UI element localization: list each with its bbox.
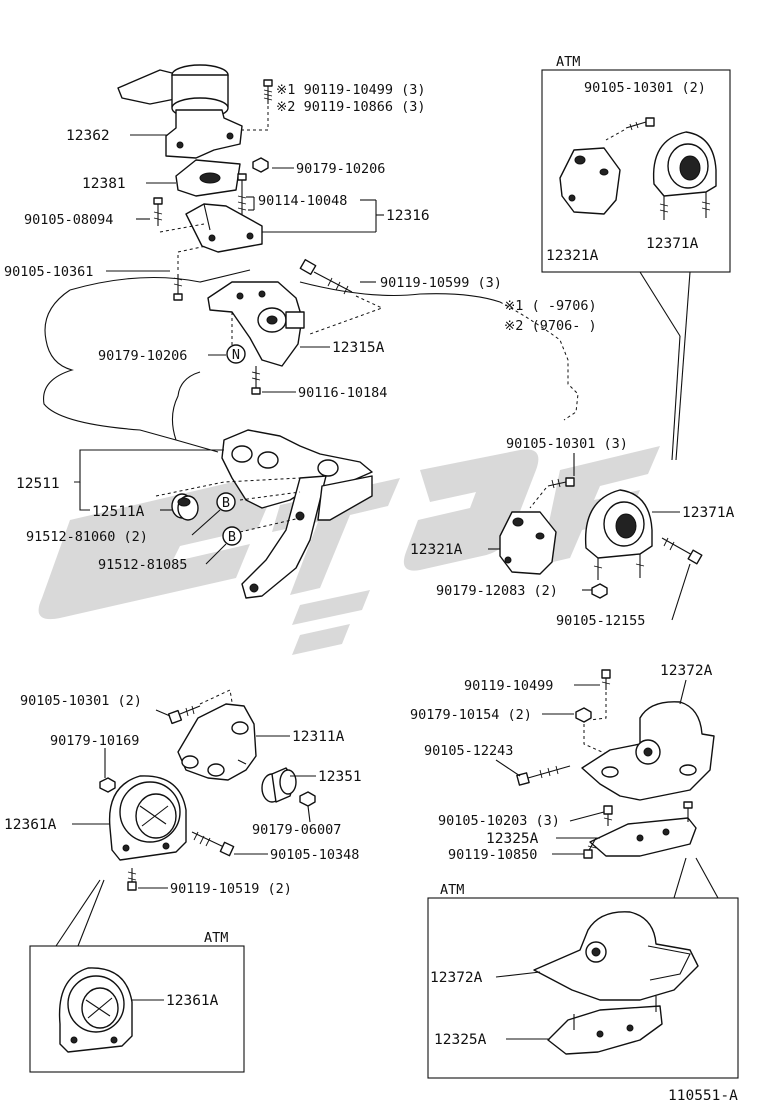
mid-bracket-12321A xyxy=(499,511,557,575)
bl-bolt-10519-label: 90119-10519 (2) xyxy=(170,881,292,897)
circle-b2-text: B xyxy=(228,529,236,545)
br-mount-12372A xyxy=(581,701,715,801)
bl-nut-10169-label: 90179-10169 xyxy=(50,733,139,749)
part-12381-label: 12381 xyxy=(82,176,126,192)
part-12315A-label: 12315A xyxy=(332,340,385,356)
br-12372A-label: 12372A xyxy=(660,663,713,679)
atm-br-12372A-label: 12372A xyxy=(430,970,483,986)
br-bolt-10499-label: 90119-10499 xyxy=(464,678,553,694)
atm-inset-top-box xyxy=(541,69,731,461)
bolt-08094-label: 90105-08094 xyxy=(24,212,113,228)
atm-top-insulator-12371A xyxy=(652,131,717,220)
atm-top-insulator-label: 12371A xyxy=(646,236,699,252)
bolt-90105-10361 xyxy=(173,245,207,301)
bl-bolt-90105-10348 xyxy=(191,831,235,857)
bl-12311A-label: 12311A xyxy=(292,729,345,745)
bush-81085-label: 91512-81085 xyxy=(98,557,187,573)
bl-bolt-10301-label: 90105-10301 (2) xyxy=(20,693,142,709)
atm-inset-bottom-left xyxy=(29,879,245,1073)
br-bolt-12243-label: 90105-12243 xyxy=(424,743,513,759)
footer-code-label: 110551-A xyxy=(668,1088,738,1104)
atm-top-bracket-12321A xyxy=(559,147,621,215)
bolt-90116-10184 xyxy=(251,366,261,395)
atm-bottom-left-label: ATM xyxy=(204,930,228,946)
mid-insulator-12371A xyxy=(584,489,653,580)
br-nut-90179-10154 xyxy=(575,707,621,761)
bolt-10599-label: 90119-10599 (3) xyxy=(380,275,502,291)
br-bolt-10203-label: 90105-10203 (3) xyxy=(438,813,560,829)
br-bolt-90105-12243 xyxy=(516,765,571,786)
part-12511-label: 12511 xyxy=(16,476,60,492)
engine-mount-12362 xyxy=(117,64,243,159)
br-bolt-90105-10203 xyxy=(603,805,613,826)
bl-insulator-12361A xyxy=(108,775,187,861)
bolt-12155-label: 90105-12155 xyxy=(556,613,645,629)
br-nut-10154-label: 90179-10154 (2) xyxy=(410,707,532,723)
atm-br-12325A-label: 12325A xyxy=(434,1032,487,1048)
note1-label: ※1 ( -9706) xyxy=(504,298,597,314)
nut-10206-top-label: 90179-10206 xyxy=(296,161,385,177)
note2-label: ※2 (9706- ) xyxy=(504,318,597,334)
circle-n-mark: N xyxy=(226,344,246,364)
bracket-12316 xyxy=(185,203,263,253)
bl-12361A-label: 12361A xyxy=(4,817,57,833)
br-bolt-90119-10499 xyxy=(589,669,611,721)
atm-top-bolt-label: 90105-10301 (2) xyxy=(584,80,706,96)
ref1-label: ※1 90119-10499 (3) xyxy=(276,82,425,98)
part-12511A-label: 12511A xyxy=(92,504,145,520)
circle-b-marks: B B xyxy=(155,477,301,546)
bolt-10184-label: 90116-10184 xyxy=(298,385,387,401)
br-bolt-10850-label: 90119-10850 xyxy=(448,847,537,863)
bolt-90105-12155 xyxy=(661,537,703,565)
bolt-90114-10048 xyxy=(237,173,247,216)
bl-nut-06007-label: 90179-06007 xyxy=(252,822,341,838)
mid-bolt-10301-label: 90105-10301 (3) xyxy=(506,436,628,452)
part-12362-label: 12362 xyxy=(66,128,110,144)
bl-mount-12351 xyxy=(261,767,297,803)
mount-12381 xyxy=(175,159,241,197)
bl-bracket-12311A xyxy=(177,703,257,781)
bracket-12315A xyxy=(207,281,305,367)
bolt-90105-08094 xyxy=(153,197,205,233)
nut-90179-10206-top xyxy=(252,157,269,173)
part-labels: ATM 90105-10301 (2) 12321A 12371A ※1 901… xyxy=(4,54,738,1104)
bolt-90119-10499 xyxy=(240,79,273,131)
bush-81060-label: 91512-81060 (2) xyxy=(26,529,148,545)
atm-inset-bottom-right xyxy=(427,857,739,1079)
bl-nut-90179-10169 xyxy=(99,777,116,793)
nut-10206-mid-label: 90179-10206 xyxy=(98,348,187,364)
bl-bolt-10348-label: 90105-10348 xyxy=(270,847,359,863)
bl-bolt-90105-10301 xyxy=(167,689,233,725)
br-bracket-12325A xyxy=(589,801,697,857)
br-bolt-90119-10850 xyxy=(583,837,597,859)
bl-bolt-90119-10519 xyxy=(127,868,137,891)
bolt-90119-10599 xyxy=(299,258,384,335)
nut-90179-12083 xyxy=(591,583,608,599)
part-12316-label: 12316 xyxy=(386,208,430,224)
br-12325A-label: 12325A xyxy=(486,831,539,847)
bracket-12511 xyxy=(221,429,373,599)
atm-top-bracket-label: 12321A xyxy=(546,248,599,264)
circle-b1-text: B xyxy=(222,495,230,511)
bl-nut-90179-06007 xyxy=(299,791,316,807)
mid-12321A-label: 12321A xyxy=(410,542,463,558)
bushing-12511A xyxy=(171,493,199,521)
mid-bolt-90105-10301 xyxy=(529,477,575,509)
ref2-label: ※2 90119-10866 (3) xyxy=(276,99,425,115)
atm-bottom-right-label: ATM xyxy=(440,882,464,898)
mid-12371A-label: 12371A xyxy=(682,505,735,521)
bolt-10361-label: 90105-10361 xyxy=(4,264,93,280)
atm-bl-12361A-label: 12361A xyxy=(166,993,219,1009)
atm-top-bolt-10301 xyxy=(605,117,655,141)
bl-12351-label: 12351 xyxy=(318,769,362,785)
atm-top-label: ATM xyxy=(556,54,580,70)
circle-n-text: N xyxy=(232,347,240,363)
bolt-10048-label: 90114-10048 xyxy=(258,193,347,209)
leader-lines xyxy=(72,134,691,1040)
nut-12083-label: 90179-12083 (2) xyxy=(436,583,558,599)
